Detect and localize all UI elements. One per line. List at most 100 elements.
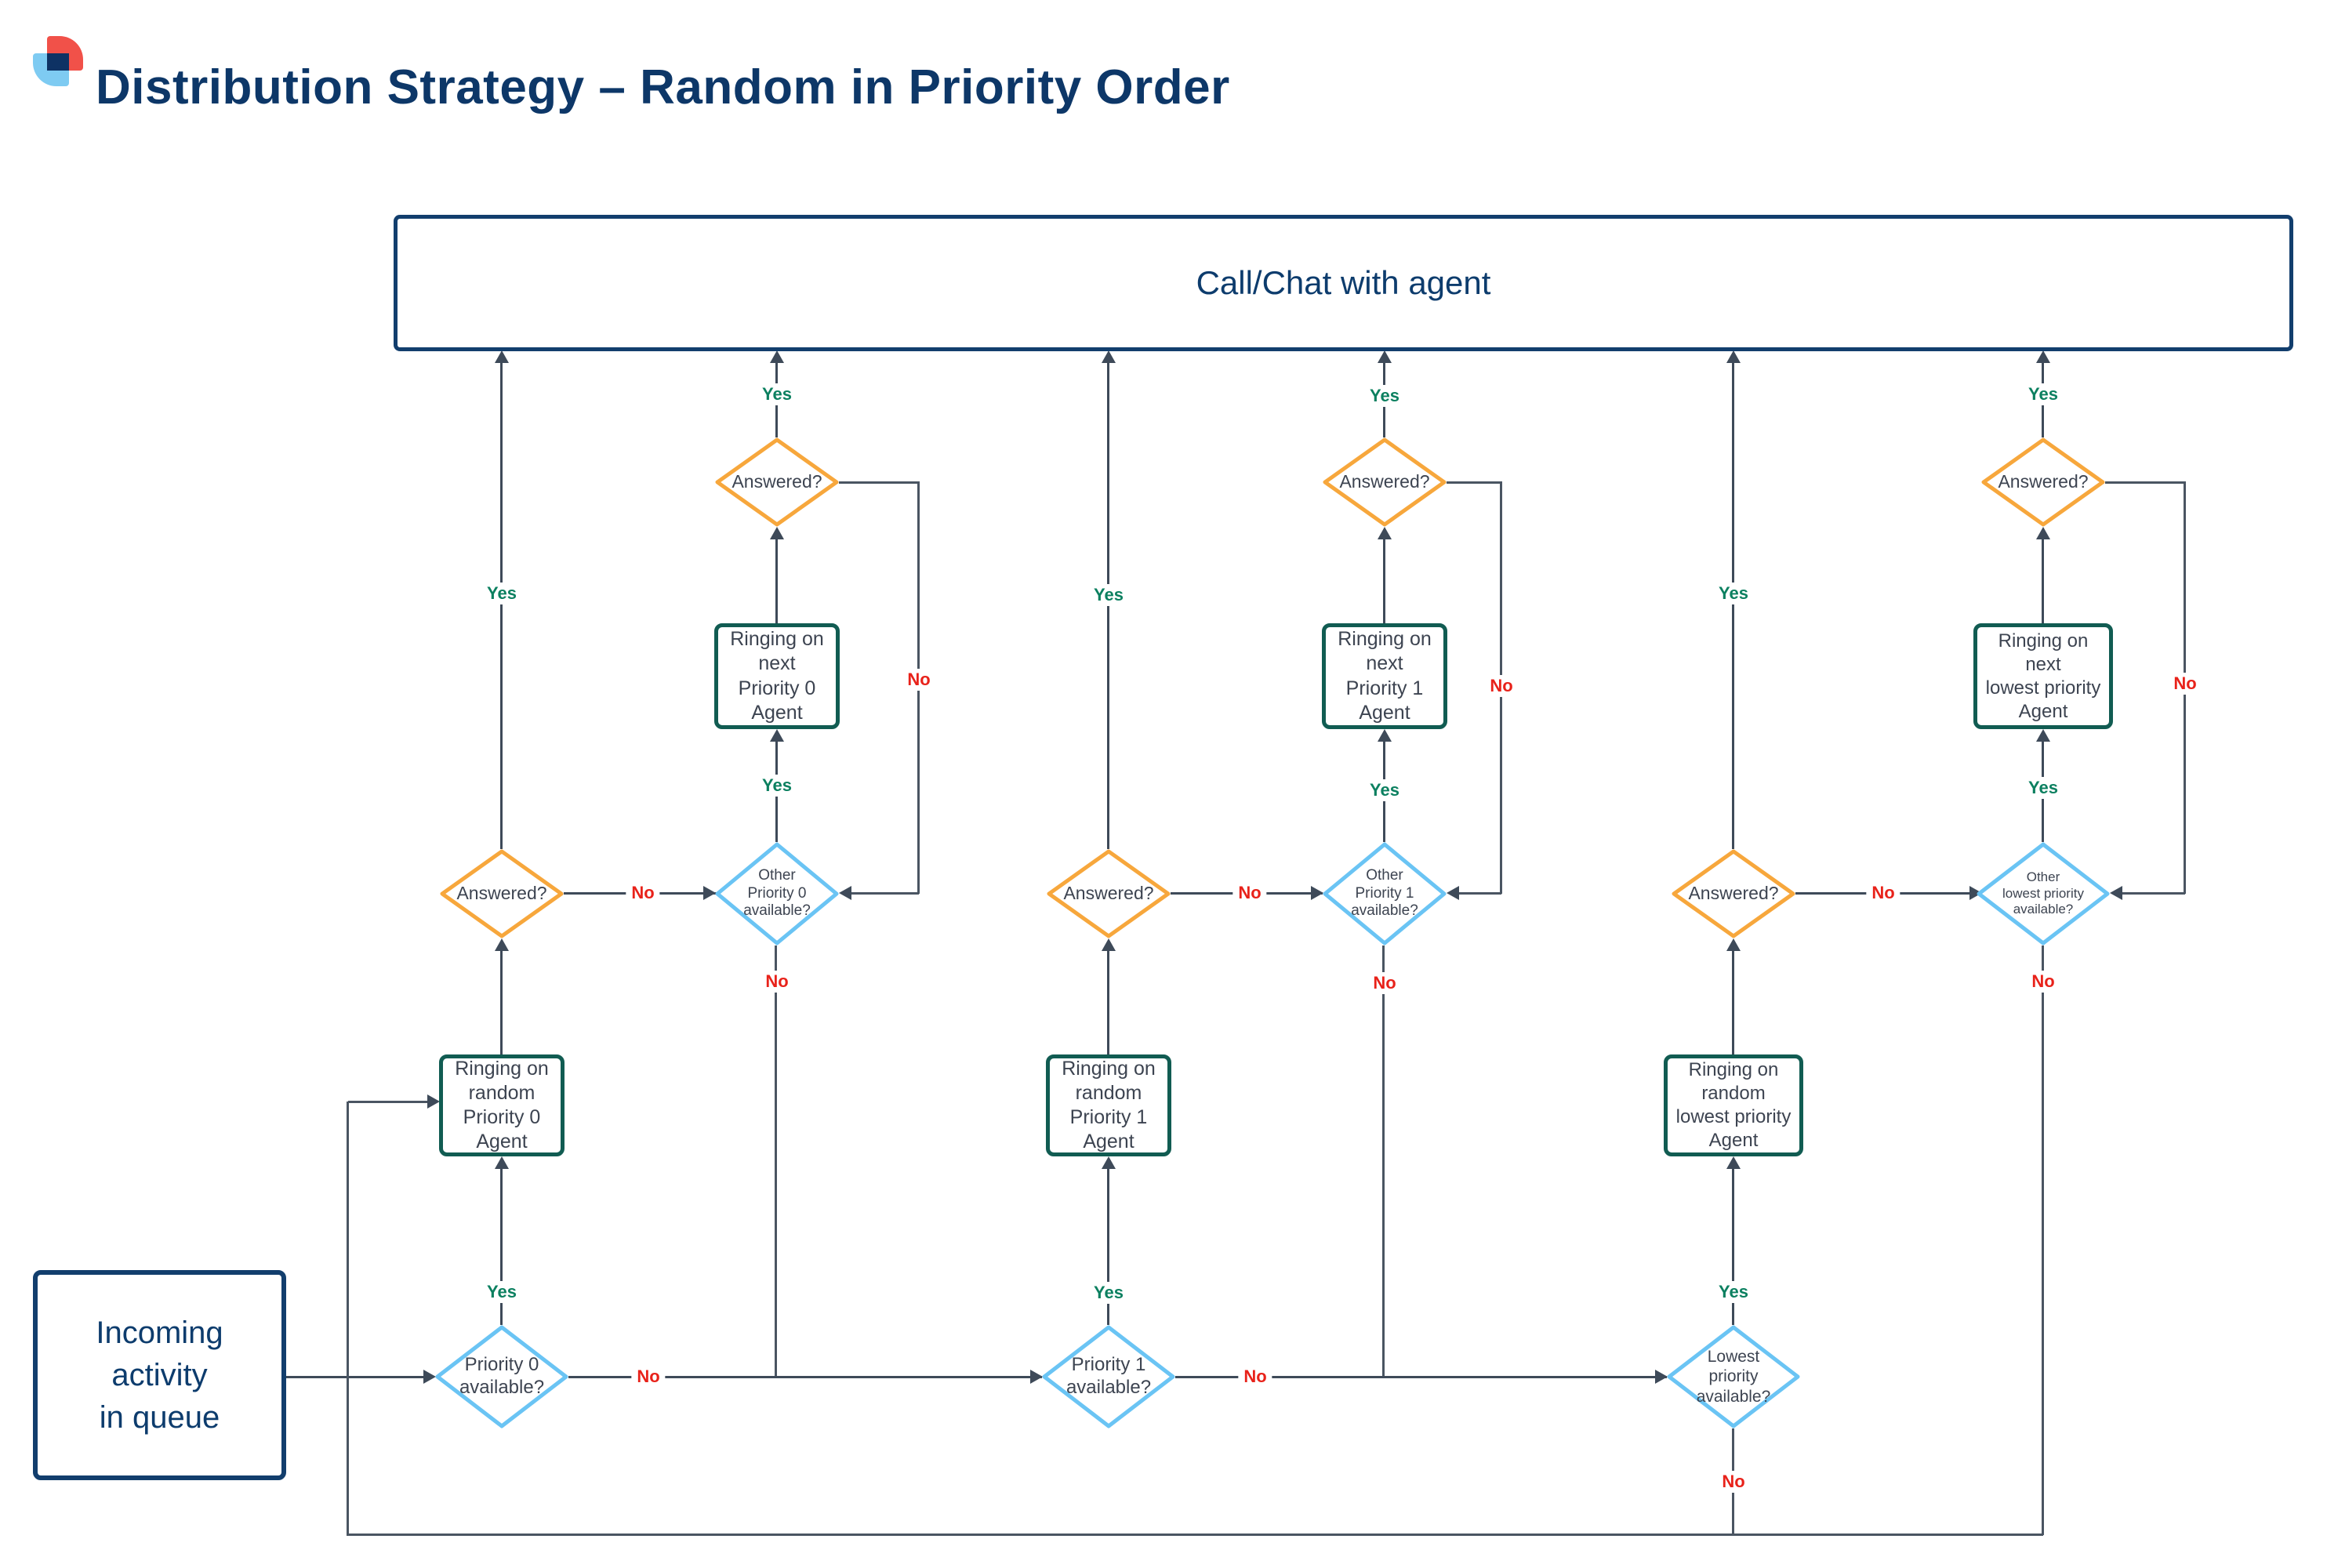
node-c2-priority1-label: Priority 1 available? xyxy=(1065,1354,1152,1398)
node-c3-lowest-available: Lowest priority available? xyxy=(1667,1325,1800,1428)
arrowhead-c1-no-into-other xyxy=(839,886,851,900)
label-c1-answered2-no: No xyxy=(902,669,936,691)
node-c2-answered-first-label: Answered? xyxy=(1063,883,1154,904)
label-c3-answered1-no: No xyxy=(1866,882,1900,904)
arrowhead-c1-into-next xyxy=(770,729,784,742)
arrowhead-c2-to-agent xyxy=(1102,350,1116,363)
connector-c3-lowest-to-random xyxy=(1732,1168,1734,1325)
connector-feedback-up xyxy=(347,1102,349,1535)
arrowhead-c1-into-other xyxy=(703,886,716,900)
node-c3-answered-second-label: Answered? xyxy=(1998,471,2089,492)
label-c1-answered1-no: No xyxy=(626,882,660,904)
node-c1-priority0-available: Priority 0 available? xyxy=(435,1325,568,1428)
node-c3-lowest-label: Lowest priority available? xyxy=(1696,1348,1771,1406)
node-c1-priority0-label: Priority 0 available? xyxy=(459,1354,545,1398)
arrowhead-c2-into-answered2 xyxy=(1378,527,1392,539)
node-c1-answered-second-label: Answered? xyxy=(731,471,822,492)
logo-navy-shape xyxy=(47,53,69,71)
label-c1-p0-no: No xyxy=(631,1366,666,1388)
connector-c2-answered2-no-return xyxy=(1459,892,1501,895)
arrowhead-c2-into-random xyxy=(1102,1156,1116,1169)
connector-c3-answered2-no-top xyxy=(2105,481,2185,484)
arrowhead-c3-to-agent xyxy=(1726,350,1741,363)
arrowhead-c2-into-next xyxy=(1378,729,1392,742)
connector-c1-answered2-no-top xyxy=(839,481,919,484)
connector-c1-p0-no xyxy=(568,1376,1042,1378)
arrowhead-c2-no-into-other xyxy=(1447,886,1459,900)
arrowhead-c1-to-agent xyxy=(495,350,509,363)
connector-feedback-entry xyxy=(348,1101,427,1103)
label-c2-answered1-no: No xyxy=(1232,882,1267,904)
arrowhead-c3-into-random xyxy=(1726,1156,1741,1169)
node-c2-other-priority1: Other Priority 1 available? xyxy=(1323,842,1447,946)
connector-c1-answered2-no-return xyxy=(851,892,919,895)
connector-c1-p0-to-random xyxy=(500,1168,503,1325)
node-c1-ring-random: Ringing on random Priority 0 Agent xyxy=(439,1054,565,1156)
connector-c3-random-to-answered1 xyxy=(1732,950,1734,1054)
node-c2-ring-random: Ringing on random Priority 1 Agent xyxy=(1046,1054,1171,1156)
node-c3-answered-second: Answered? xyxy=(1981,437,2105,527)
node-call-chat-with-agent: Call/Chat with agent xyxy=(394,215,2293,351)
connector-c2-random-to-answered1 xyxy=(1107,950,1109,1054)
node-c2-ring-random-label: Ringing on random Priority 1 Agent xyxy=(1062,1057,1156,1153)
label-c3-lowest-yes: Yes xyxy=(1713,1281,1754,1303)
connector-c2-p1-no xyxy=(1175,1376,1667,1378)
node-c3-answered-first-label: Answered? xyxy=(1688,883,1779,904)
arrowhead-c1-answered2-to-agent xyxy=(770,350,784,363)
connector-c1-next-to-answered2 xyxy=(775,539,778,623)
arrowhead-c3-into-next xyxy=(2036,729,2050,742)
connector-c2-next-to-answered2 xyxy=(1383,539,1385,623)
brand-logo-icon xyxy=(33,36,85,86)
node-c3-ring-random-label: Ringing on random lowest priority Agent xyxy=(1675,1059,1792,1151)
connector-c2-answered2-no-top xyxy=(1447,481,1501,484)
arrowhead-c3-into-answered1 xyxy=(1726,938,1741,951)
label-c2-answered1-yes: Yes xyxy=(1088,584,1129,606)
arrowhead-c2-into-lowest xyxy=(1655,1370,1668,1384)
node-c1-other-priority0-label: Other Priority 0 available? xyxy=(743,866,811,920)
label-c1-answered2-yes: Yes xyxy=(757,383,797,405)
arrowhead-c2-answered2-to-agent xyxy=(1378,350,1392,363)
label-c3-answered2-yes: Yes xyxy=(2023,383,2064,405)
node-c1-answered-second: Answered? xyxy=(715,437,839,527)
connector-c3-answered1-yes xyxy=(1732,362,1734,849)
arrowhead-c1-into-answered1 xyxy=(495,938,509,951)
arrowhead-c3-no-into-other xyxy=(2110,886,2122,900)
arrowhead-start-to-p0 xyxy=(423,1370,436,1384)
node-c2-ring-next: Ringing on next Priority 1 Agent xyxy=(1322,623,1447,729)
node-call-chat-label: Call/Chat with agent xyxy=(1196,264,1491,301)
connector-c1-other-no-down xyxy=(775,946,777,1377)
arrowhead-c1-into-answered2 xyxy=(770,527,784,539)
node-c2-priority1-available: Priority 1 available? xyxy=(1042,1325,1175,1428)
label-c2-answered2-yes: Yes xyxy=(1364,385,1405,407)
label-c3-other-yes: Yes xyxy=(2023,777,2064,799)
connector-c1-random-to-answered1 xyxy=(500,950,503,1054)
node-c2-ring-next-label: Ringing on next Priority 1 Agent xyxy=(1338,628,1432,724)
node-c1-ring-next: Ringing on next Priority 0 Agent xyxy=(714,623,840,729)
node-c1-answered-first: Answered? xyxy=(440,849,564,938)
label-c3-answered1-yes: Yes xyxy=(1713,583,1754,604)
connector-c3-next-to-answered2 xyxy=(2042,539,2044,623)
node-c2-answered-second: Answered? xyxy=(1323,437,1447,527)
arrowhead-c2-into-other xyxy=(1311,886,1323,900)
connector-c1-answered1-yes xyxy=(500,362,503,849)
label-c1-p0-yes: Yes xyxy=(481,1281,522,1303)
page-title: Distribution Strategy – Random in Priori… xyxy=(96,60,1230,114)
node-c2-answered-first: Answered? xyxy=(1047,849,1171,938)
label-c2-answered2-no: No xyxy=(1484,675,1519,697)
connector-c2-other-no-down xyxy=(1382,946,1385,1377)
node-c1-ring-next-label: Ringing on next Priority 0 Agent xyxy=(730,628,824,724)
label-c3-lowest-no: No xyxy=(1716,1471,1751,1493)
node-c3-ring-next: Ringing on next lowest priority Agent xyxy=(1973,623,2113,729)
node-c3-other-lowest: Other lowest priority available? xyxy=(1977,842,2110,946)
connector-start-to-p0 xyxy=(286,1376,426,1378)
label-c1-answered1-yes: Yes xyxy=(481,583,522,604)
node-c1-other-priority0: Other Priority 0 available? xyxy=(715,842,839,946)
label-c1-other-yes: Yes xyxy=(757,775,797,797)
node-c1-ring-random-label: Ringing on random Priority 0 Agent xyxy=(455,1057,549,1153)
connector-feedback-bottom xyxy=(347,1534,2043,1536)
node-c3-answered-first: Answered? xyxy=(1672,849,1795,938)
node-c3-ring-random: Ringing on random lowest priority Agent xyxy=(1664,1054,1803,1156)
connector-c3-other-no-down xyxy=(2042,946,2044,1535)
arrowhead-c3-answered2-to-agent xyxy=(2036,350,2050,363)
